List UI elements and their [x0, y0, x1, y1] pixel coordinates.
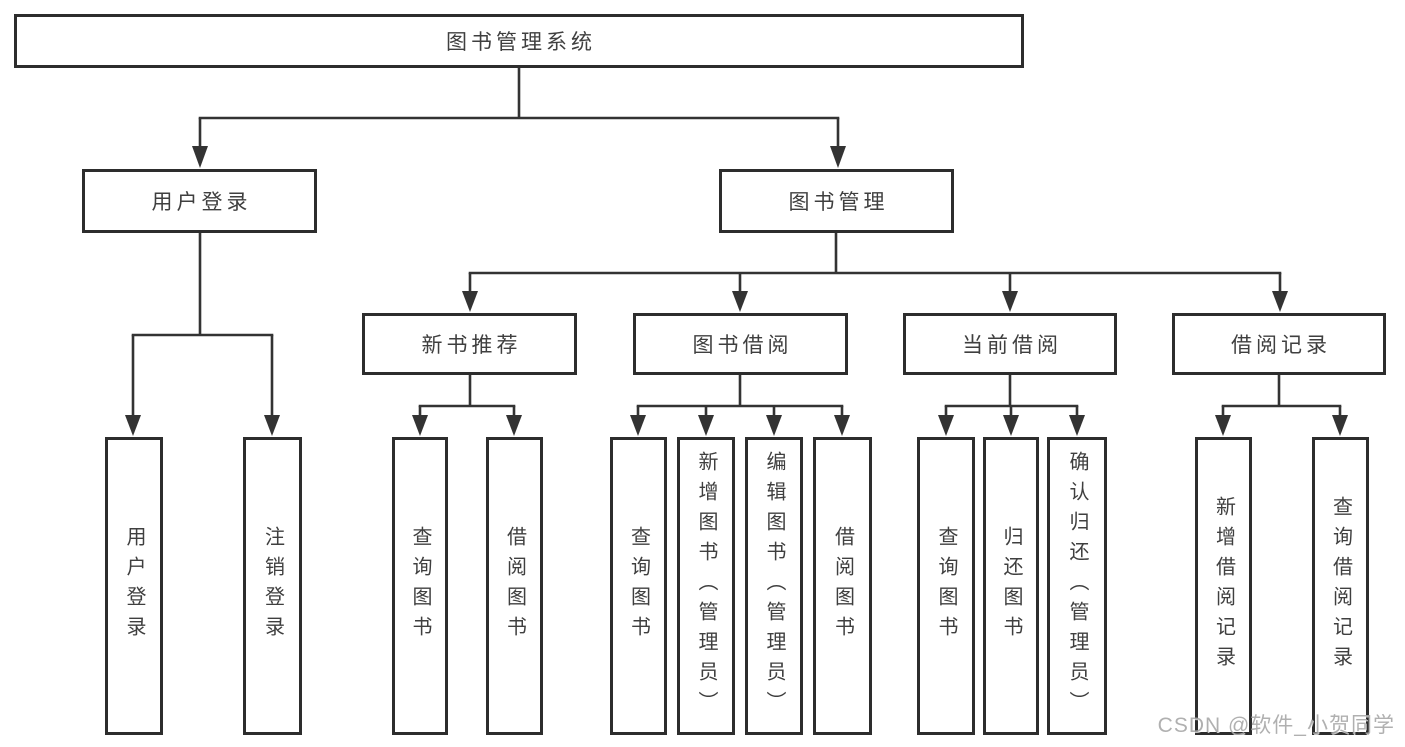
leaf-current-return-books-label: 归还图书 [1000, 526, 1022, 646]
leaf-current-query-books: 查询图书 [917, 437, 975, 735]
csdn-watermark: CSDN @软件_小贺同学 [1157, 714, 1395, 737]
leaf-current-query-books-label: 查询图书 [935, 526, 957, 646]
node-book-management-label: 图书管理 [788, 191, 889, 214]
node-root-system: 图书管理系统 [14, 14, 1024, 68]
arrowheads [125, 146, 1348, 436]
node-borrow-records: 借阅记录 [1172, 313, 1386, 375]
node-new-book-recommend: 新书推荐 [362, 313, 577, 375]
node-book-borrowing-label: 图书借阅 [692, 334, 793, 357]
leaf-borrowing-add-books-admin-label: 新增图书（管理员） [695, 451, 717, 721]
leaf-logout-label: 注销登录 [261, 526, 284, 646]
leaf-records-query-record-label: 查询借阅记录 [1329, 496, 1352, 676]
leaf-borrowing-add-books-admin: 新增图书（管理员） [677, 437, 735, 735]
leaf-newbooks-query-books-label: 查询图书 [409, 526, 431, 646]
leaf-borrowing-query-books: 查询图书 [610, 437, 667, 735]
leaf-logout: 注销登录 [243, 437, 302, 735]
node-new-book-recommend-label: 新书推荐 [421, 334, 522, 357]
leaf-user-login: 用户登录 [105, 437, 163, 735]
node-book-management: 图书管理 [719, 169, 954, 233]
node-root-label: 图书管理系统 [446, 31, 596, 54]
leaf-newbooks-query-books: 查询图书 [392, 437, 448, 735]
leaf-records-add-record: 新增借阅记录 [1195, 437, 1252, 735]
node-borrow-records-label: 借阅记录 [1231, 334, 1331, 357]
leaf-borrowing-edit-books-admin: 编辑图书（管理员） [745, 437, 803, 735]
leaf-user-login-label: 用户登录 [123, 526, 145, 646]
node-current-borrow-label: 当前借阅 [962, 334, 1062, 357]
leaf-current-confirm-return-admin-label: 确认归还（管理员） [1066, 451, 1088, 721]
leaf-borrowing-query-books-label: 查询图书 [627, 526, 650, 646]
node-book-borrowing: 图书借阅 [633, 313, 848, 375]
leaf-current-confirm-return-admin: 确认归还（管理员） [1047, 437, 1107, 735]
leaf-borrowing-borrow-books-label: 借阅图书 [831, 526, 854, 646]
leaf-current-return-books: 归还图书 [983, 437, 1039, 735]
leaf-records-query-record: 查询借阅记录 [1312, 437, 1369, 735]
leaf-newbooks-borrow-books-label: 借阅图书 [503, 526, 526, 646]
leaf-borrowing-borrow-books: 借阅图书 [813, 437, 872, 735]
node-user-login-label: 用户登录 [151, 191, 252, 214]
node-current-borrow: 当前借阅 [903, 313, 1117, 375]
leaf-borrowing-edit-books-admin-label: 编辑图书（管理员） [763, 451, 785, 721]
leaf-records-add-record-label: 新增借阅记录 [1212, 496, 1235, 676]
node-user-login: 用户登录 [82, 169, 317, 233]
leaf-newbooks-borrow-books: 借阅图书 [486, 437, 543, 735]
